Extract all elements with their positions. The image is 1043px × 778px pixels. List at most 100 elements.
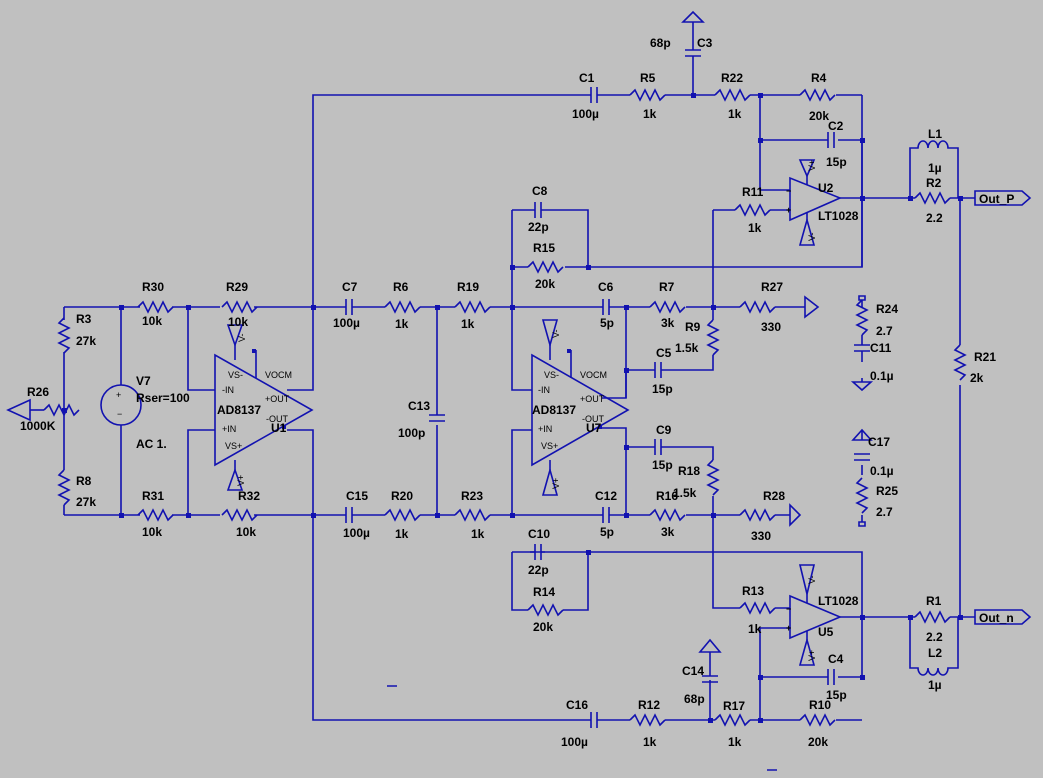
- label-v7-value: Rser=100: [136, 391, 190, 405]
- resistor-r9[interactable]: [707, 319, 719, 356]
- u2-pin-minus: −: [786, 186, 791, 196]
- resistor-r26[interactable]: [43, 404, 80, 416]
- label-c4-value: 15p: [826, 688, 847, 702]
- resistor-r17[interactable]: [714, 714, 751, 726]
- resistor-r1[interactable]: [914, 611, 951, 623]
- label-c5-value: 15p: [652, 382, 673, 396]
- u1-pin-vs-plus: VS+: [225, 441, 242, 451]
- capacitor-c15[interactable]: [340, 507, 358, 523]
- resistor-r23[interactable]: [454, 509, 491, 521]
- label-r22-value: 1k: [728, 107, 742, 121]
- resistor-r7[interactable]: [649, 301, 686, 313]
- resistor-r5[interactable]: [629, 89, 666, 101]
- label-c2-ref: C2: [828, 119, 844, 133]
- label-v7-ref: V7: [136, 374, 151, 388]
- label-r9-ref: R9: [685, 320, 701, 334]
- label-c13-ref: C13: [408, 399, 430, 413]
- capacitor-c3[interactable]: [685, 30, 701, 60]
- label-v7-extra: AC 1.: [136, 437, 167, 451]
- u5-vminus-flag: V-: [807, 575, 817, 584]
- u7-pin-in-plus: +IN: [538, 424, 552, 434]
- inductor-l2[interactable]: [909, 617, 959, 676]
- resistor-r32[interactable]: [221, 509, 258, 521]
- label-r17-ref: R17: [723, 699, 745, 713]
- port-out-p[interactable]: [974, 190, 1032, 206]
- resistor-r3[interactable]: [58, 317, 70, 354]
- capacitor-c14[interactable]: [702, 660, 718, 683]
- capacitor-c12[interactable]: [600, 507, 612, 523]
- capacitor-c2[interactable]: [827, 132, 835, 148]
- capacitor-c5[interactable]: [650, 362, 665, 378]
- capacitor-c17[interactable]: [854, 453, 870, 461]
- label-r6-ref: R6: [393, 280, 409, 294]
- u1-vminus-flag: V-: [237, 333, 247, 342]
- opamp-u7[interactable]: VS- -IN +IN VS+ VOCM +OUT -OUT: [531, 345, 630, 470]
- resistor-r22[interactable]: [714, 89, 751, 101]
- resistor-r31[interactable]: [137, 509, 174, 521]
- label-r29-value: 10k: [228, 315, 248, 329]
- u1-pin-vocm: VOCM: [265, 370, 292, 380]
- label-r26-value: 1000K: [20, 419, 56, 433]
- resistor-r14[interactable]: [527, 604, 564, 616]
- resistor-r4[interactable]: [799, 89, 836, 101]
- voltage-source-v7[interactable]: + −: [100, 384, 142, 426]
- resistor-r21[interactable]: [954, 344, 966, 381]
- resistor-r27[interactable]: [739, 301, 776, 313]
- capacitor-c10[interactable]: [530, 544, 545, 560]
- port-out-n[interactable]: [974, 609, 1032, 625]
- label-r31-value: 10k: [142, 525, 162, 539]
- resistor-r19[interactable]: [454, 301, 491, 313]
- resistor-r28[interactable]: [739, 509, 776, 521]
- resistor-r16[interactable]: [649, 509, 686, 521]
- label-r27-value: 330: [761, 320, 781, 334]
- opamp-u1[interactable]: VS- -IN +IN VS+ VOCM +OUT -OUT: [214, 345, 314, 470]
- label-r32-ref: R32: [238, 489, 260, 503]
- u2-pin-plus: +: [786, 205, 791, 215]
- label-c11-ref: C11: [870, 341, 892, 355]
- u7-pin-vs-plus: VS+: [541, 441, 558, 451]
- v7-minus-symbol: −: [117, 409, 122, 419]
- capacitor-c7[interactable]: [340, 299, 358, 315]
- label-c12-value: 5p: [600, 525, 614, 539]
- resistor-r29[interactable]: [221, 301, 258, 313]
- label-r3-ref: R3: [76, 312, 92, 326]
- capacitor-c8[interactable]: [530, 202, 545, 218]
- resistor-r13[interactable]: [739, 602, 776, 614]
- label-c9-value: 15p: [652, 458, 673, 472]
- label-r25-value: 2.7: [876, 505, 893, 519]
- resistor-r18[interactable]: [707, 459, 719, 496]
- label-r20-value: 1k: [395, 527, 409, 541]
- label-c13-value: 100p: [398, 426, 425, 440]
- capacitor-c16[interactable]: [590, 712, 598, 728]
- label-r9-value: 1.5k: [675, 341, 699, 355]
- label-r6-value: 1k: [395, 317, 409, 331]
- resistor-r15[interactable]: [527, 261, 564, 273]
- capacitor-c9[interactable]: [650, 439, 665, 455]
- resistor-r12[interactable]: [629, 714, 666, 726]
- capacitor-c6[interactable]: [600, 299, 612, 315]
- resistor-r25[interactable]: [856, 477, 868, 514]
- resistor-r6[interactable]: [384, 301, 421, 313]
- resistor-r10[interactable]: [799, 714, 836, 726]
- resistor-r30[interactable]: [137, 301, 174, 313]
- label-c14-ref: C14: [682, 664, 704, 678]
- capacitor-c4[interactable]: [827, 669, 835, 685]
- label-r12-value: 1k: [643, 735, 657, 749]
- label-c16-value: 100µ: [561, 735, 588, 749]
- u7-pin-in-minus: -IN: [538, 385, 550, 395]
- label-r21-ref: R21: [974, 350, 996, 364]
- label-u1-ref: U1: [271, 421, 287, 435]
- capacitor-c11[interactable]: [854, 344, 870, 362]
- resistor-r20[interactable]: [384, 509, 421, 521]
- inductor-l1[interactable]: [909, 140, 959, 198]
- resistor-r8[interactable]: [58, 469, 70, 506]
- capacitor-c13[interactable]: [429, 414, 445, 422]
- label-r4-ref: R4: [811, 71, 827, 85]
- u5-pin-minus: −: [786, 604, 791, 614]
- resistor-r2[interactable]: [914, 192, 951, 204]
- label-u1-value: AD8137: [217, 403, 261, 417]
- label-r28-ref: R28: [763, 489, 785, 503]
- resistor-r11[interactable]: [734, 204, 771, 216]
- capacitor-c1[interactable]: [590, 87, 598, 103]
